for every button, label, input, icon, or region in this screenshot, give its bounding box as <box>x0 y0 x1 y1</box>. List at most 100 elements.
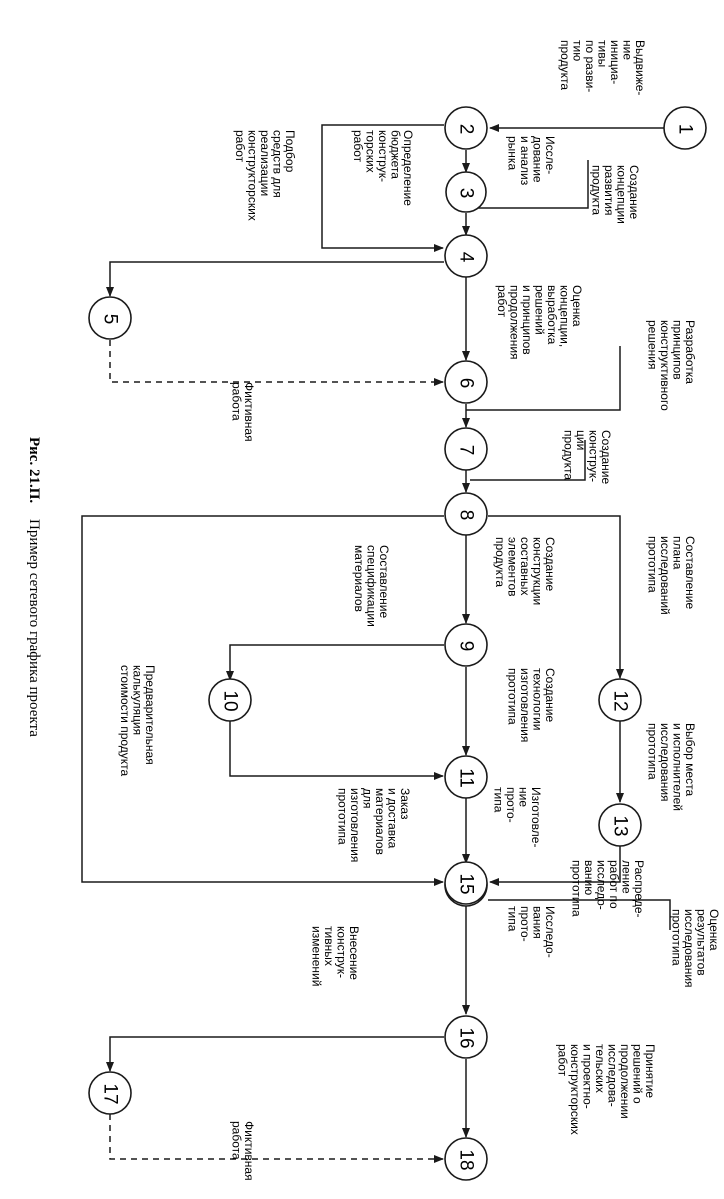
node-10: 10 <box>208 678 252 722</box>
edge-label-line: конструкторских <box>246 130 260 221</box>
edge-label-line: решений <box>533 285 547 335</box>
edge-label-line: концепции, <box>558 285 572 347</box>
edge-label-line: Заказ <box>398 788 412 820</box>
edge-label-line: концепции <box>615 165 629 224</box>
edge-label-line: продолжения <box>508 285 522 360</box>
edge-label-line: прото- <box>518 906 532 942</box>
edge-13-14 <box>489 846 621 886</box>
edge-label-line: конструкторских <box>568 1044 582 1135</box>
edge-label-line: Составление <box>377 545 391 618</box>
edge-label-line: Подбор <box>283 130 297 173</box>
node-1: 1 <box>663 106 707 150</box>
edge-label-line: ние <box>621 40 635 60</box>
edge-label-line: спецификации <box>365 545 379 627</box>
edge-label-line: Фиктивная <box>242 1121 256 1181</box>
edge-label-line: конструк- <box>376 130 390 182</box>
edge-label-line: дование <box>531 136 545 183</box>
node-7: 7 <box>444 427 488 471</box>
edge-label-line: исследо- <box>595 860 609 910</box>
edge-label-line: и исполнителей <box>671 723 685 811</box>
edge-4-5 <box>106 261 444 297</box>
edge-label-line: исследова- <box>606 1044 620 1107</box>
edge-label-line: вания <box>531 906 545 939</box>
node-4: 4 <box>444 234 488 278</box>
edge-label-line: материалов <box>373 788 387 855</box>
edge-label-line: ление <box>620 860 634 894</box>
edge-label-line: Фиктивная <box>242 382 256 442</box>
edge-label-line: конструктивного <box>658 320 672 411</box>
edge-label-line: Создание <box>627 165 641 219</box>
node-17-label: 17 <box>100 1083 121 1104</box>
edge-label-line: решения <box>646 320 660 369</box>
edge-label-line: прототипа <box>670 909 684 966</box>
node-18-label: 18 <box>456 1149 477 1170</box>
node-2-label: 2 <box>456 124 477 135</box>
node-8: 8 <box>444 492 488 536</box>
edge-label-line: материалов <box>352 545 366 612</box>
edge-label-line: рынка <box>506 136 520 170</box>
node-12: 12 <box>598 678 642 722</box>
edge-label-line: работ <box>351 130 365 163</box>
node-10-label: 10 <box>220 690 241 711</box>
edge-label-line: торских <box>364 130 378 173</box>
node-4-label: 4 <box>456 252 477 263</box>
edge-label-line: прототипа <box>646 536 660 593</box>
edge-label-line: прототипа <box>646 723 660 780</box>
edge-label-line: плана <box>671 536 685 570</box>
caption-number: Рис. 21.П. <box>26 437 42 503</box>
edge-label-line: Предварительная <box>143 665 157 765</box>
edge-label-line: инициа- <box>608 40 622 84</box>
nodes: 1 2 3 4 5 6 7 8 9 10 11 12 13 14 15 16 1… <box>88 106 707 1181</box>
edge-label-line: выработка <box>545 285 559 345</box>
node-6: 6 <box>444 360 488 404</box>
edge-label-line: бюджета <box>389 130 403 179</box>
edge-label-line: реализации <box>258 130 272 196</box>
node-12-label: 12 <box>610 690 631 711</box>
edge-label-line: изготовления <box>518 668 532 742</box>
edge-2-4 <box>321 124 444 252</box>
edge-label-line: работа <box>230 382 244 421</box>
node-7-label: 7 <box>456 445 477 456</box>
edge-label-line: продукта <box>562 430 576 480</box>
edge-label-line: работа <box>230 1121 244 1160</box>
edges <box>81 124 685 1163</box>
edge-label-line: типа <box>492 787 506 813</box>
node-3-label: 3 <box>456 188 477 199</box>
edge-label-line: Изготовле- <box>529 787 543 847</box>
node-2: 2 <box>444 106 488 150</box>
edge-label-line: по разви- <box>583 40 597 92</box>
node-1-label: 1 <box>675 124 696 135</box>
edge-label-line: и доставка <box>386 788 400 849</box>
edge-label-line: работ по <box>607 860 621 909</box>
caption-text: Пример сетевого графика проекта <box>26 519 42 737</box>
edge-label-line: и принципов <box>520 285 534 355</box>
node-15: 15 <box>444 861 488 905</box>
edge-label-line: Распреде- <box>632 860 646 918</box>
edge-label-line: для <box>361 788 375 809</box>
edge-6-7-branch <box>466 346 621 411</box>
edge-label-line: средств для <box>271 130 285 198</box>
edge-label-line: тивных <box>322 926 336 966</box>
edge-label-line: работ <box>556 1044 570 1077</box>
edge-label-line: ции <box>574 430 588 450</box>
edge-label-line: конструк- <box>587 430 601 482</box>
edge-label-line: Определение <box>401 130 415 206</box>
node-17: 17 <box>88 1071 132 1115</box>
